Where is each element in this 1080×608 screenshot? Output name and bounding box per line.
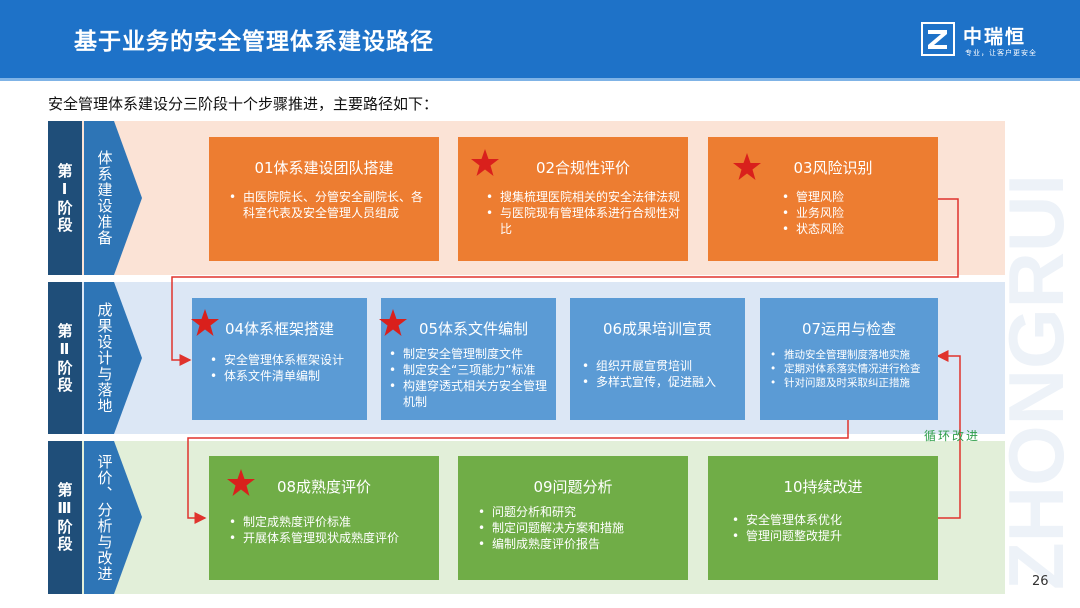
step-card-02: 02合规性评价 搜集梳理医院相关的安全法律法规 与医院现有管理体系进行合规性对比: [458, 137, 688, 261]
stage2-label: 第Ⅱ阶段: [48, 282, 82, 434]
step-bullet: 制定问题解决方案和措施: [478, 520, 678, 536]
step-bullet: 组织开展宣贯培训: [582, 358, 742, 374]
flow-07-to-08: [187, 420, 849, 524]
step-title: 05体系文件编制: [418, 320, 529, 338]
watermark-text: ZHONGRUI: [992, 174, 1080, 590]
step-title: 09问题分析: [533, 478, 613, 496]
stage2-desc: 成果设计与落地: [84, 282, 142, 434]
step-title: 04体系框架搭建: [224, 320, 335, 338]
step-bullet: 编制成熟度评价报告: [478, 536, 678, 552]
step-bullet: 制定安全管理制度文件: [389, 346, 553, 362]
stage3-label: 第Ⅲ阶段: [48, 441, 82, 594]
step-bullet: 多样式宣传，促进融入: [582, 374, 742, 390]
step-card-06: 06成果培训宣贯 组织开展宣贯培训 多样式宣传，促进融入: [570, 298, 745, 420]
flow-loop-10-to-07: [936, 350, 961, 519]
step-bullet: 状态风险: [782, 221, 922, 237]
step-bullet: 业务风险: [782, 205, 922, 221]
step-bullet: 安全管理体系优化: [732, 512, 922, 528]
step-card-07: 07运用与检查 推动安全管理制度落地实施 定期对体系落实情况进行检查 针对问题及…: [760, 298, 938, 420]
step-title: 10持续改进: [783, 478, 863, 496]
flow-03-to-04: [171, 198, 959, 366]
step-bullet: 推动安全管理制度落地实施: [770, 348, 934, 362]
header-underline: [0, 78, 1080, 81]
step-bullet: 构建穿透式相关方安全管理机制: [389, 378, 553, 410]
step-card-10: 10持续改进 安全管理体系优化 管理问题整改提升: [708, 456, 938, 580]
loop-label: 循环改进: [924, 429, 981, 443]
step-bullet: 管理风险: [782, 189, 922, 205]
page-number: 26: [1032, 574, 1049, 589]
step-title: 07运用与检查: [801, 320, 897, 338]
watermark: ZHONGRUI: [992, 174, 1080, 590]
step-title: 08成熟度评价: [276, 478, 372, 496]
step-card-08: 08成熟度评价 制定成熟度评价标准 开展体系管理现状成熟度评价: [209, 456, 439, 580]
step-bullet: 体系文件清单编制: [210, 368, 365, 384]
header-bar: 基于业务的安全管理体系建设路径 中瑞恒 专业，让客户更安全: [0, 0, 1080, 78]
step-bullet: 定期对体系落实情况进行检查: [770, 362, 934, 376]
step-title: 01体系建设团队搭建: [254, 159, 394, 177]
step-bullet: 制定安全“三项能力”标准: [389, 362, 553, 378]
stage1-label: 第Ⅰ阶段: [48, 121, 82, 275]
step-bullet: 问题分析和研究: [478, 504, 678, 520]
page-title: 基于业务的安全管理体系建设路径: [74, 29, 434, 55]
step-bullet: 由医院院长、分管安全副院长、各科室代表及安全管理人员组成: [229, 189, 429, 221]
stage1-desc: 体系建设准备: [84, 121, 142, 275]
logo-slogan: 专业，让客户更安全: [965, 49, 1037, 57]
stage3-desc: 评价、分析与改进: [84, 441, 142, 594]
star-icon: [227, 469, 255, 496]
step-card-01: 01体系建设团队搭建 由医院院长、分管安全副院长、各科室代表及安全管理人员组成: [209, 137, 439, 261]
step-card-05: 05体系文件编制 制定安全管理制度文件 制定安全“三项能力”标准 构建穿透式相关…: [381, 298, 556, 420]
star-icon: [471, 149, 499, 176]
logo-name: 中瑞恒: [963, 26, 1027, 48]
step-bullet: 搜集梳理医院相关的安全法律法规: [486, 189, 680, 205]
step-bullet: 开展体系管理现状成熟度评价: [229, 530, 437, 546]
logo-z-icon: [921, 22, 955, 56]
step-card-09: 09问题分析 问题分析和研究 制定问题解决方案和措施 编制成熟度评价报告: [458, 456, 688, 580]
step-title: 03风险识别: [793, 159, 873, 177]
step-bullet: 与医院现有管理体系进行合规性对比: [486, 205, 680, 237]
step-title: 02合规性评价: [535, 159, 631, 177]
brand-logo: 中瑞恒 专业，让客户更安全: [921, 22, 1061, 62]
star-icon: [379, 309, 407, 336]
star-icon: [733, 153, 761, 180]
step-bullet: 制定成熟度评价标准: [229, 514, 437, 530]
step-title: 06成果培训宣贯: [602, 320, 713, 338]
step-bullet: 安全管理体系框架设计: [210, 352, 365, 368]
star-icon: [191, 309, 219, 336]
step-card-04: 04体系框架搭建 安全管理体系框架设计 体系文件清单编制: [192, 298, 367, 420]
step-bullet: 针对问题及时采取纠正措施: [770, 376, 934, 390]
intro-text: 安全管理体系建设分三阶段十个步骤推进，主要路径如下：: [48, 95, 439, 113]
step-bullet: 管理问题整改提升: [732, 528, 922, 544]
